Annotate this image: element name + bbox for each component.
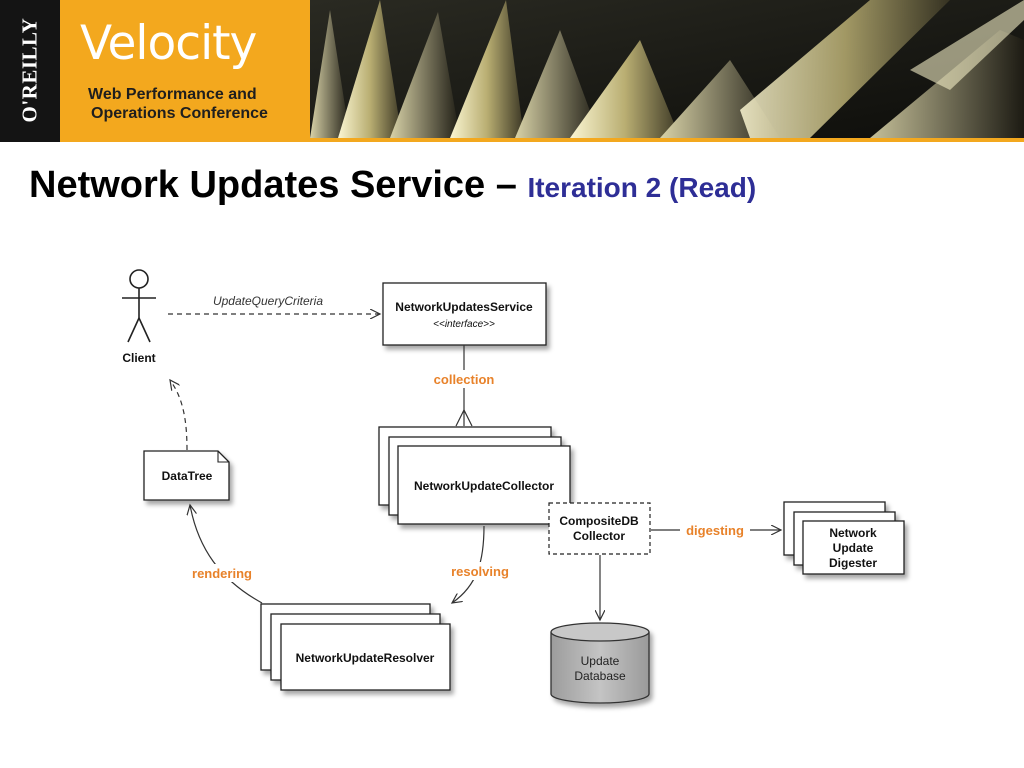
database-line2: Database (574, 669, 626, 683)
datatree-label: DataTree (162, 469, 213, 483)
composite-line1: CompositeDB (559, 514, 639, 528)
event-tagline-line1: Web Performance and (88, 86, 257, 103)
datatree-document-icon (143, 450, 230, 501)
digesting-label-bg (680, 521, 750, 539)
rendering-arrow (190, 505, 263, 604)
slide-title-text: Network Updates Service – (29, 164, 528, 206)
composite-db-collector-box (548, 502, 651, 555)
network-update-collector-stack (378, 426, 571, 525)
rendering-label-bg (186, 564, 258, 582)
turbine-blades-image (310, 0, 1024, 138)
return-arrow (170, 380, 188, 451)
client-label: Client (122, 351, 155, 365)
oreilly-strip: O'REILLY (0, 0, 60, 142)
update-database-cylinder (550, 622, 650, 704)
velocity-logo-panel: Velocity Web Performance and Operations … (60, 0, 310, 142)
network-update-digester-stack (783, 501, 905, 575)
network-update-resolver-stack (260, 603, 451, 691)
banner-divider (60, 138, 1024, 142)
service-stereotype: <<interface>> (433, 319, 495, 330)
client-actor-icon (122, 269, 156, 343)
digester-line1: Network (829, 526, 877, 540)
rendering-label: rendering (192, 566, 252, 581)
event-tagline-line2: Operations Conference (91, 105, 268, 122)
collection-label: collection (434, 372, 495, 387)
digesting-label: digesting (686, 523, 744, 538)
collector-label: NetworkUpdateCollector (414, 479, 554, 493)
service-name: NetworkUpdatesService (395, 300, 533, 314)
conference-banner: O'REILLY Velocity Web Performance and Op… (0, 0, 1024, 142)
network-updates-service-box (382, 282, 547, 346)
collection-arrowhead (455, 408, 473, 427)
database-line1: Update (581, 654, 620, 668)
request-label: UpdateQueryCriteria (213, 294, 323, 308)
slide-subtitle: Iteration 2 (Read) (527, 172, 757, 203)
event-name: Velocity (80, 16, 257, 71)
slide-title: Network Updates Service – Iteration 2 (R… (29, 164, 756, 207)
resolver-label: NetworkUpdateResolver (296, 651, 435, 665)
collection-label-bg (426, 370, 502, 388)
resolving-label: resolving (451, 564, 509, 579)
resolving-label-bg (443, 562, 517, 580)
composite-line2: Collector (573, 529, 625, 543)
digester-line3: Digester (829, 556, 877, 570)
digester-line2: Update (833, 541, 874, 555)
